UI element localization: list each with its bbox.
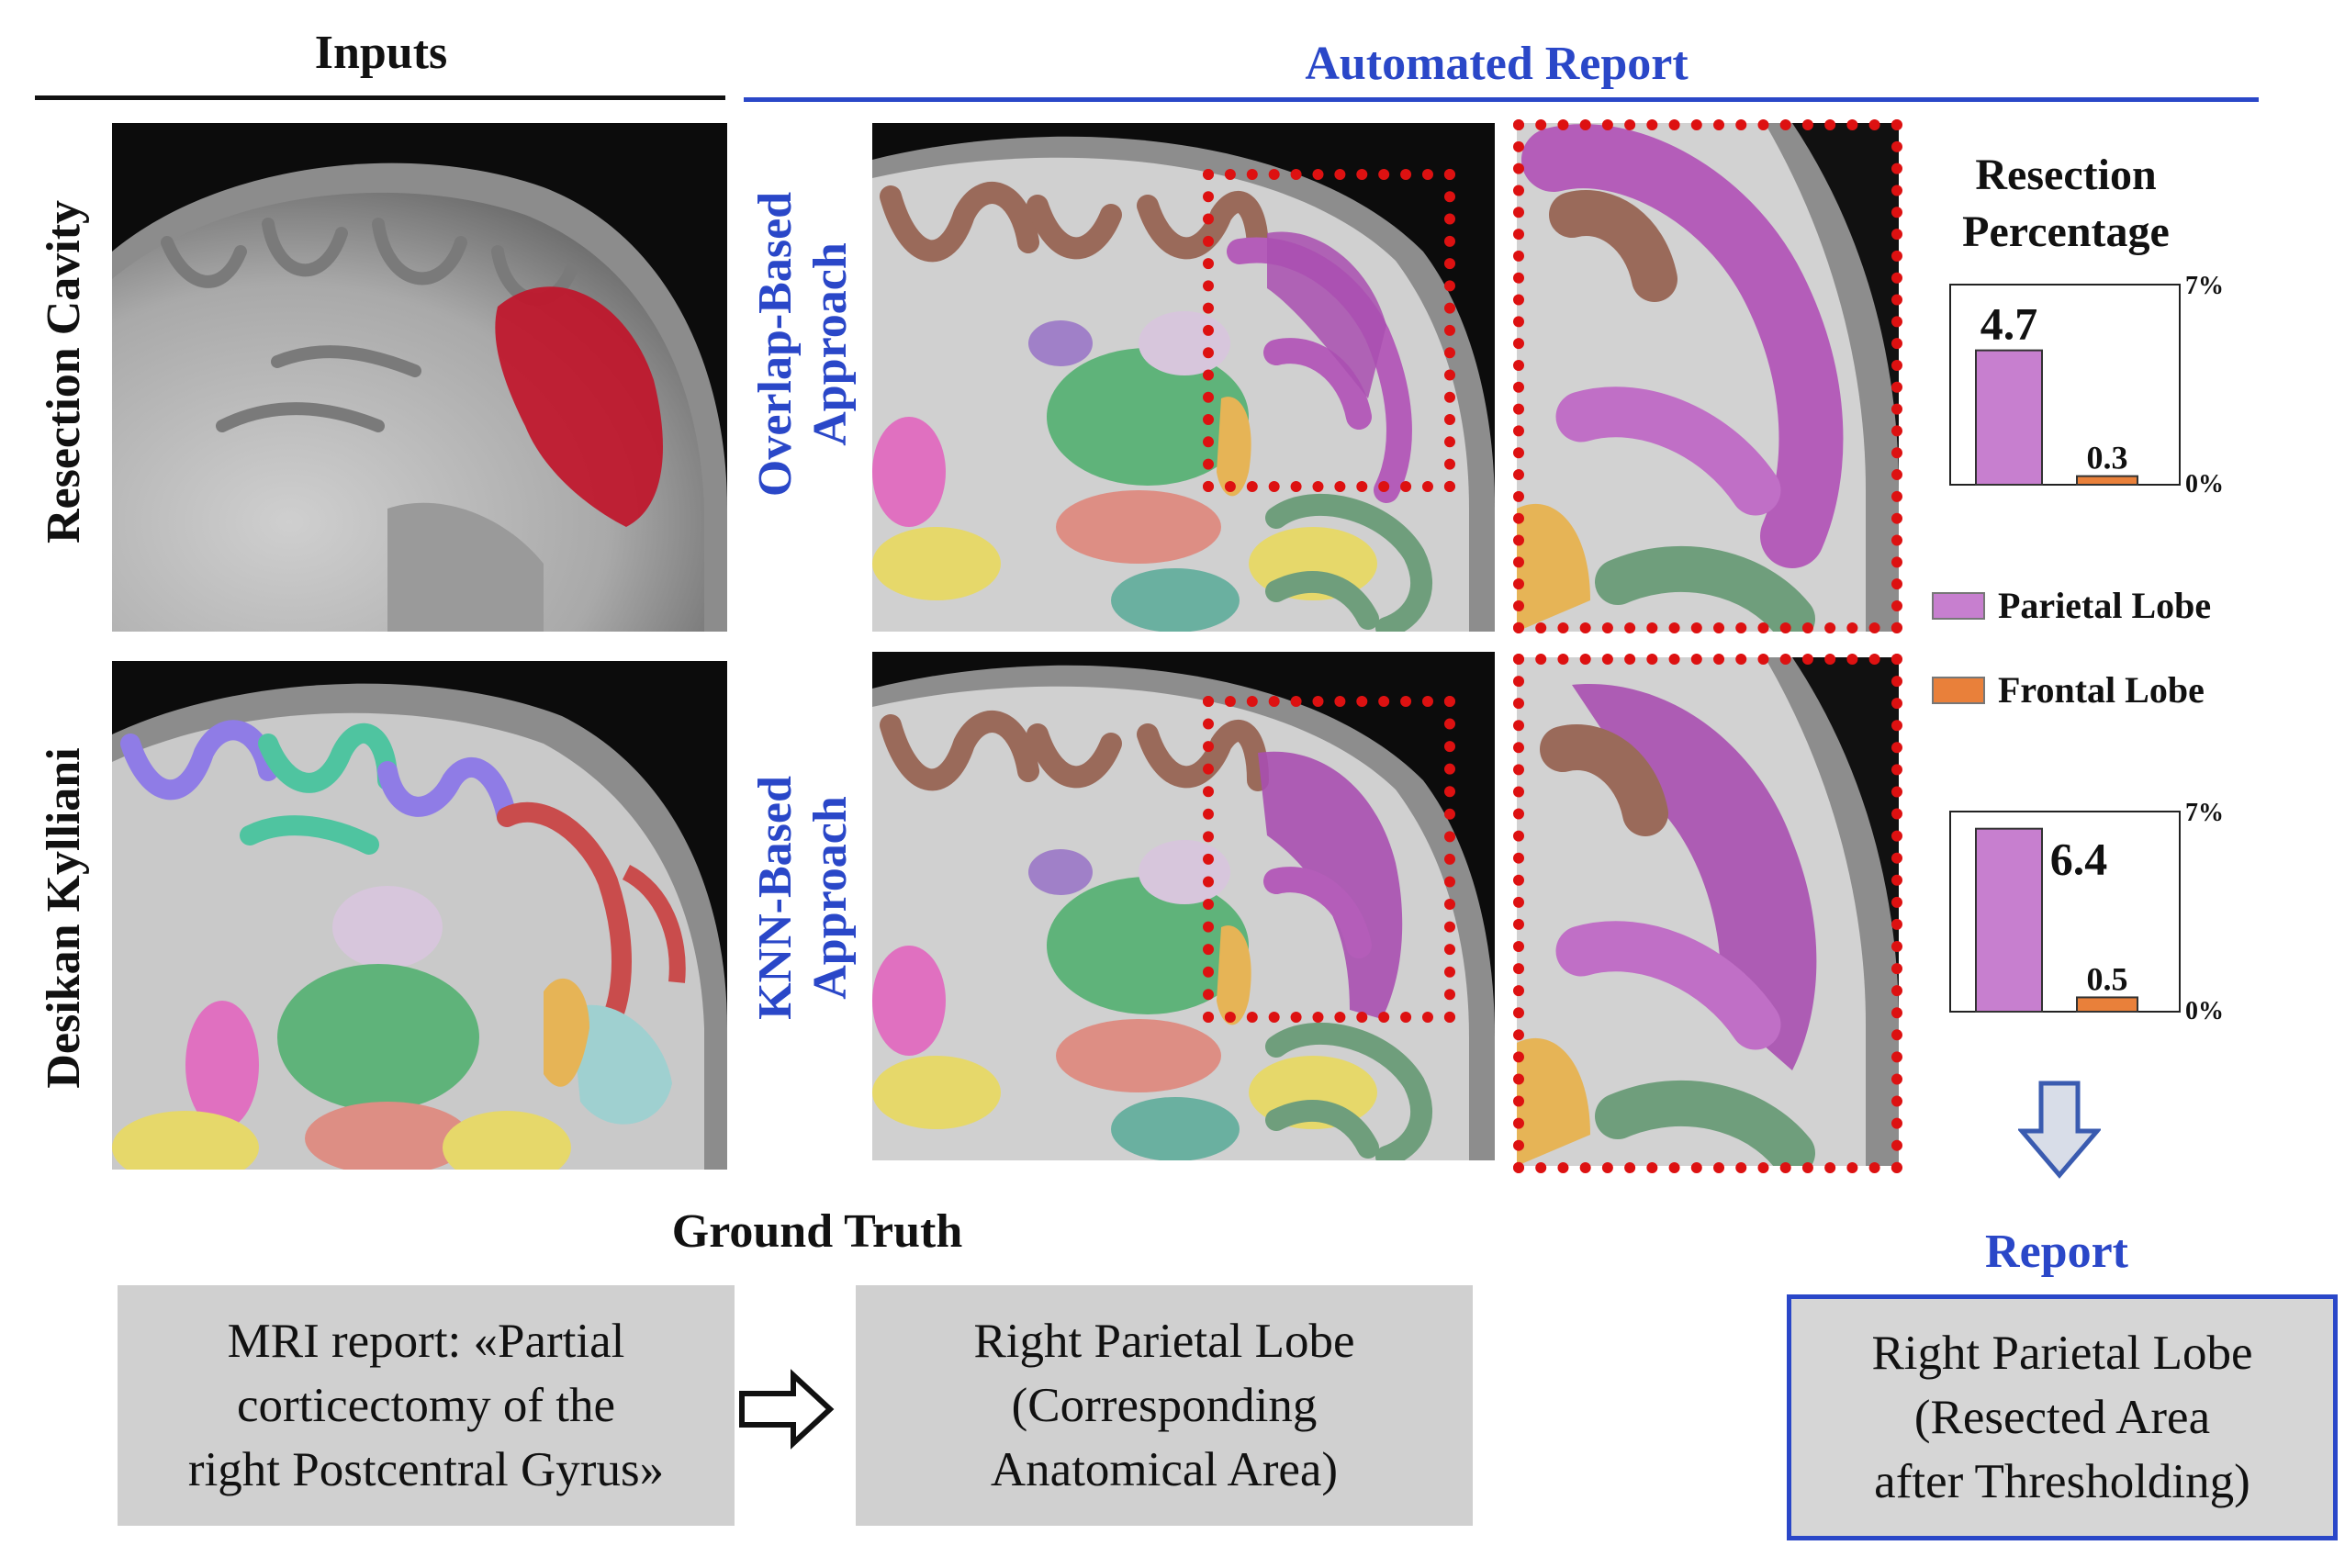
legend-parietal-swatch xyxy=(1932,592,1985,620)
knn-label-line2: Approach xyxy=(804,796,857,1000)
report-line2: (Resected Area xyxy=(1913,1391,2211,1444)
inputs-rule xyxy=(35,95,725,100)
resection-percentage-title: Resection Percentage xyxy=(1919,147,2213,261)
report-line1: Right Parietal Lobe xyxy=(1871,1327,2253,1380)
knn-bar-chart: 6.4 0.5 7% 0% xyxy=(1949,799,2224,1025)
anatomical-line1: Right Parietal Lobe xyxy=(973,1315,1355,1368)
y-min-tick: 0% xyxy=(2185,470,2224,498)
overlap-zoom-border xyxy=(1513,119,1902,633)
mri-report-line3: right Postcentral Gyrus» xyxy=(187,1443,665,1496)
overlap-approach-label: Overlap-Based Approach xyxy=(748,192,858,497)
mri-report-box: MRI report: «Partial corticectomy of the… xyxy=(118,1285,735,1526)
inputs-header: Inputs xyxy=(314,27,448,79)
automated-report-rule xyxy=(744,97,2259,102)
y-max-tick: 7% xyxy=(2185,272,2224,300)
report-line3: after Thresholding) xyxy=(1874,1455,2250,1508)
mri-report-line1: MRI report: «Partial xyxy=(227,1315,625,1368)
anatomical-line3: Anatomical Area) xyxy=(990,1443,1339,1496)
bar-frontal xyxy=(2076,996,2138,1014)
bar-value-label: 0.3 xyxy=(2087,440,2128,476)
legend-frontal-label: Frontal Lobe xyxy=(1998,669,2205,711)
bar-value-label: 0.5 xyxy=(2087,960,2128,997)
knn-zoom-region xyxy=(1203,696,1455,1023)
desikan-atlas-mri xyxy=(112,661,727,1170)
legend-frontal-swatch xyxy=(1932,677,1985,704)
overlap-zoom-panel xyxy=(1517,123,1899,632)
knn-approach-label: KNN-Based Approach xyxy=(748,776,858,1020)
bar-frontal xyxy=(2076,475,2138,487)
anatomical-line2: (Corresponding xyxy=(1011,1379,1318,1432)
knn-zoom-border xyxy=(1513,654,1902,1173)
down-arrow-icon xyxy=(2018,1081,2101,1179)
ground-truth-header: Ground Truth xyxy=(671,1205,963,1258)
desikan-label: Desikan Kylliani xyxy=(38,747,90,1089)
resection-cavity-mri xyxy=(112,123,727,632)
knn-full-slice xyxy=(872,652,1495,1160)
overlap-label-line2: Approach xyxy=(804,242,857,446)
anatomical-area-box: Right Parietal Lobe (Corresponding Anato… xyxy=(856,1285,1473,1526)
bar-value-label: 4.7 xyxy=(1980,298,2038,350)
resection-cavity-label: Resection Cavity xyxy=(38,199,90,544)
automated-report-header: Automated Report xyxy=(1305,38,1689,90)
y-max-tick: 7% xyxy=(2185,799,2224,827)
knn-label-line1: KNN-Based xyxy=(749,776,802,1020)
overlap-bar-chart: 4.7 0.3 7% 0% xyxy=(1949,272,2224,498)
mri-report-line2: corticectomy of the xyxy=(236,1379,616,1432)
bar-parietal xyxy=(1975,349,2043,486)
bar-value-label: 6.4 xyxy=(2050,834,2108,885)
resection-title-line2: Percentage xyxy=(1962,207,2170,256)
right-arrow-icon xyxy=(739,1369,835,1450)
overlap-label-line1: Overlap-Based xyxy=(749,191,802,498)
report-box: Right Parietal Lobe (Resected Area after… xyxy=(1787,1294,2338,1540)
legend-parietal-label: Parietal Lobe xyxy=(1998,585,2212,626)
y-min-tick: 0% xyxy=(2185,997,2224,1025)
overlap-zoom-region xyxy=(1203,169,1455,492)
overlap-full-slice xyxy=(872,123,1495,632)
knn-zoom-panel xyxy=(1517,657,1899,1166)
bar-parietal xyxy=(1975,827,2043,1013)
resection-title-line1: Resection xyxy=(1975,151,2157,199)
report-header: Report xyxy=(1985,1226,2128,1278)
